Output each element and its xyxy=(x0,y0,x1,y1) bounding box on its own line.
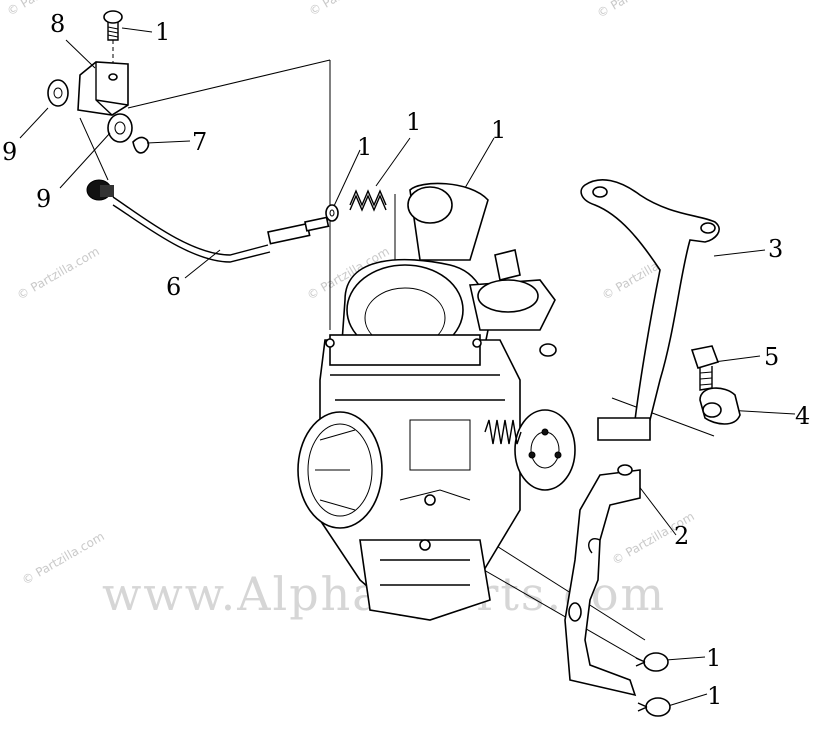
washer-9-right xyxy=(107,113,133,143)
bracket-8 xyxy=(77,61,129,116)
spring xyxy=(349,189,387,212)
washer-9-left xyxy=(47,79,69,107)
callout-2: 2 xyxy=(674,522,689,550)
callout-1: 1 xyxy=(155,18,170,46)
throttle-return-spring xyxy=(484,419,522,445)
callout-1: 1 xyxy=(707,682,722,710)
cable-bracket-assembly xyxy=(47,10,330,263)
carburetor xyxy=(297,182,576,621)
clip-7 xyxy=(132,136,150,154)
callout-1: 1 xyxy=(706,644,721,672)
callout-4: 4 xyxy=(795,402,810,430)
callout-9: 9 xyxy=(36,185,51,213)
clamp-4 xyxy=(699,387,741,425)
screw-lower-2 xyxy=(637,697,671,717)
watermark-partzilla: © Partzilla.com xyxy=(15,244,102,302)
throttle-cable-6 xyxy=(86,179,330,263)
callout-7: 7 xyxy=(192,128,207,156)
spring-and-washer xyxy=(325,189,387,222)
callout-6: 6 xyxy=(166,273,181,301)
callout-1: 1 xyxy=(491,116,506,144)
watermark-partzilla: © Partzilla.com xyxy=(307,0,394,19)
callout-1: 1 xyxy=(406,108,421,136)
callout-9: 9 xyxy=(2,138,17,166)
bracket-3 xyxy=(580,179,720,441)
watermark-partzilla: © Partzilla.com xyxy=(595,0,682,21)
screw-lower-1 xyxy=(635,652,669,672)
watermark-partzilla: © Partzilla.com xyxy=(5,0,92,19)
callout-1: 1 xyxy=(357,133,372,161)
callout-8: 8 xyxy=(50,10,65,38)
callout-5: 5 xyxy=(764,343,779,371)
callouts: 1 8 9 9 7 6 1 1 1 3 5 4 2 1 1 xyxy=(2,10,810,710)
bolt-5 xyxy=(690,345,720,391)
bracket-2 xyxy=(564,464,641,697)
watermark-partzilla: © Partzilla.com xyxy=(20,529,107,587)
callout-3: 3 xyxy=(768,235,783,263)
